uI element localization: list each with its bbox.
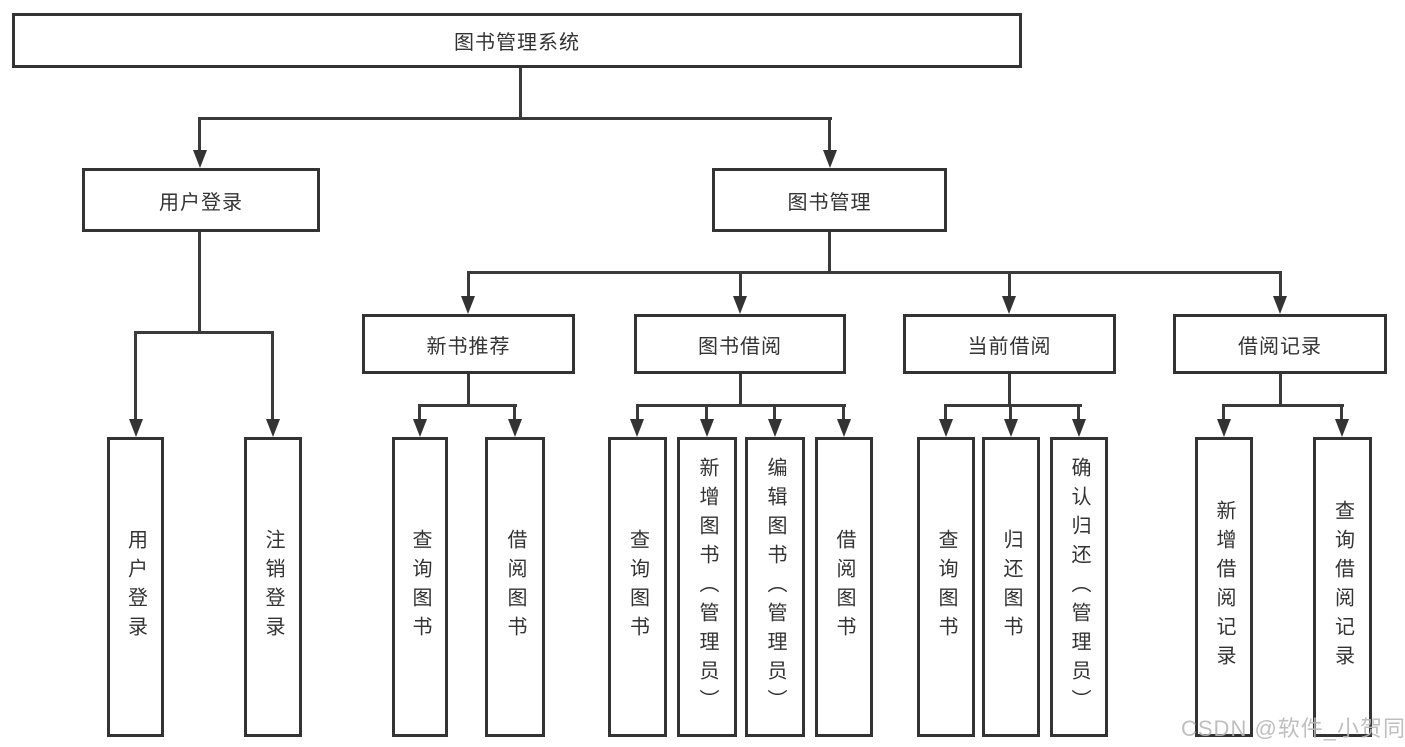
node-label: 当前借阅 <box>967 335 1052 358</box>
arrowhead-down <box>630 419 644 437</box>
arrowhead-down <box>1335 419 1349 437</box>
node-label: 图书管理系统 <box>454 32 580 54</box>
connector-vline <box>467 271 470 297</box>
arrowhead-down <box>837 419 851 437</box>
arrowhead-down <box>413 419 427 437</box>
connector-vline <box>842 404 845 421</box>
node-leaf-query-books-2: 查询图书 <box>608 437 667 737</box>
connector-hline <box>467 271 1282 274</box>
connector-vline <box>134 331 137 420</box>
arrowhead-down <box>1002 296 1016 314</box>
connector-hline <box>198 117 832 120</box>
connector-vline <box>271 331 274 420</box>
node-label: 新增借阅记录 <box>1213 500 1235 674</box>
node-library-system: 图书管理系统 <box>12 13 1022 68</box>
connector-vline <box>944 404 947 421</box>
node-book-management: 图书管理 <box>712 168 947 232</box>
arrowhead-down <box>508 419 522 437</box>
node-label: 确认归还（管理员） <box>1068 456 1090 718</box>
connector-vline <box>1279 374 1282 406</box>
node-borrowing-records: 借阅记录 <box>1173 314 1387 374</box>
node-leaf-logout: 注销登录 <box>244 437 302 737</box>
arrowhead-down <box>193 150 207 168</box>
node-label: 图书管理 <box>787 191 872 214</box>
connector-vline <box>1008 374 1011 406</box>
connector-vline <box>513 404 516 421</box>
node-label: 新书推荐 <box>426 335 511 358</box>
arrowhead-down <box>733 296 747 314</box>
connector-hline <box>419 404 517 407</box>
connector-hline <box>945 404 1082 407</box>
node-leaf-query-books-1: 查询图书 <box>392 437 448 737</box>
connector-vline <box>519 68 522 118</box>
node-leaf-query-books-3: 查询图书 <box>917 437 975 737</box>
connector-vline <box>418 404 421 421</box>
connector-vline <box>1279 271 1282 297</box>
node-label: 查询图书 <box>626 529 649 645</box>
node-label: 用户登录 <box>159 191 243 214</box>
connector-vline <box>636 404 639 421</box>
arrowhead-down <box>1004 419 1018 437</box>
node-leaf-user-login: 用户登录 <box>107 437 164 737</box>
connector-vline <box>1008 271 1011 297</box>
node-label: 查询图书 <box>935 529 957 645</box>
connector-vline <box>773 404 776 421</box>
connector-vline <box>828 117 831 151</box>
node-leaf-borrow-books-2: 借阅图书 <box>815 437 873 737</box>
node-leaf-add-borrow-record: 新增借阅记录 <box>1195 437 1253 737</box>
node-label: 借阅图书 <box>833 529 855 645</box>
connector-vline <box>1222 404 1225 421</box>
arrowhead-down <box>823 150 837 168</box>
node-user-login: 用户登录 <box>82 168 320 232</box>
node-label: 注销登录 <box>262 529 284 645</box>
node-label: 查询图书 <box>409 529 431 645</box>
connector-vline <box>739 374 742 406</box>
node-label: 归还图书 <box>1000 529 1022 645</box>
node-book-borrowing: 图书借阅 <box>634 314 846 374</box>
node-leaf-query-borrow-record: 查询借阅记录 <box>1313 437 1372 737</box>
connector-vline <box>1340 404 1343 421</box>
connector-vline <box>467 374 470 406</box>
connector-vline <box>198 232 201 333</box>
connector-vline <box>828 232 831 273</box>
connector-vline <box>1077 404 1080 421</box>
node-label: 借阅记录 <box>1238 335 1322 358</box>
node-label: 新增图书（管理员） <box>696 456 718 718</box>
arrowhead-down <box>768 419 782 437</box>
arrowhead-down <box>266 419 280 437</box>
node-label: 用户登录 <box>124 529 147 645</box>
connector-hline <box>134 331 274 334</box>
node-leaf-borrow-books-1: 借阅图书 <box>485 437 545 737</box>
connector-hline <box>636 404 846 407</box>
node-label: 借阅图书 <box>504 529 526 645</box>
connector-vline <box>739 271 742 297</box>
connector-vline <box>1009 404 1012 421</box>
arrowhead-down <box>1072 419 1086 437</box>
connector-hline <box>1223 404 1344 407</box>
node-new-book-recommend: 新书推荐 <box>362 314 575 374</box>
node-label: 编辑图书（管理员） <box>764 456 786 718</box>
connector-vline <box>198 117 201 151</box>
node-leaf-edit-books-admin: 编辑图书（管理员） <box>745 437 805 737</box>
arrowhead-down <box>939 419 953 437</box>
arrowhead-down <box>461 296 475 314</box>
node-label: 图书借阅 <box>698 335 782 358</box>
connector-vline <box>705 404 708 421</box>
arrowhead-down <box>700 419 714 437</box>
node-current-borrowing: 当前借阅 <box>903 314 1116 374</box>
arrowhead-down <box>1217 419 1231 437</box>
arrowhead-down <box>1273 296 1287 314</box>
arrowhead-down <box>129 419 143 437</box>
node-leaf-confirm-return-admin: 确认归还（管理员） <box>1050 437 1108 737</box>
node-label: 查询借阅记录 <box>1331 500 1354 674</box>
csdn-watermark: CSDN @软件_小贺同学 <box>1181 716 1405 741</box>
node-leaf-return-books: 归还图书 <box>982 437 1040 737</box>
node-leaf-add-books-admin: 新增图书（管理员） <box>677 437 737 737</box>
